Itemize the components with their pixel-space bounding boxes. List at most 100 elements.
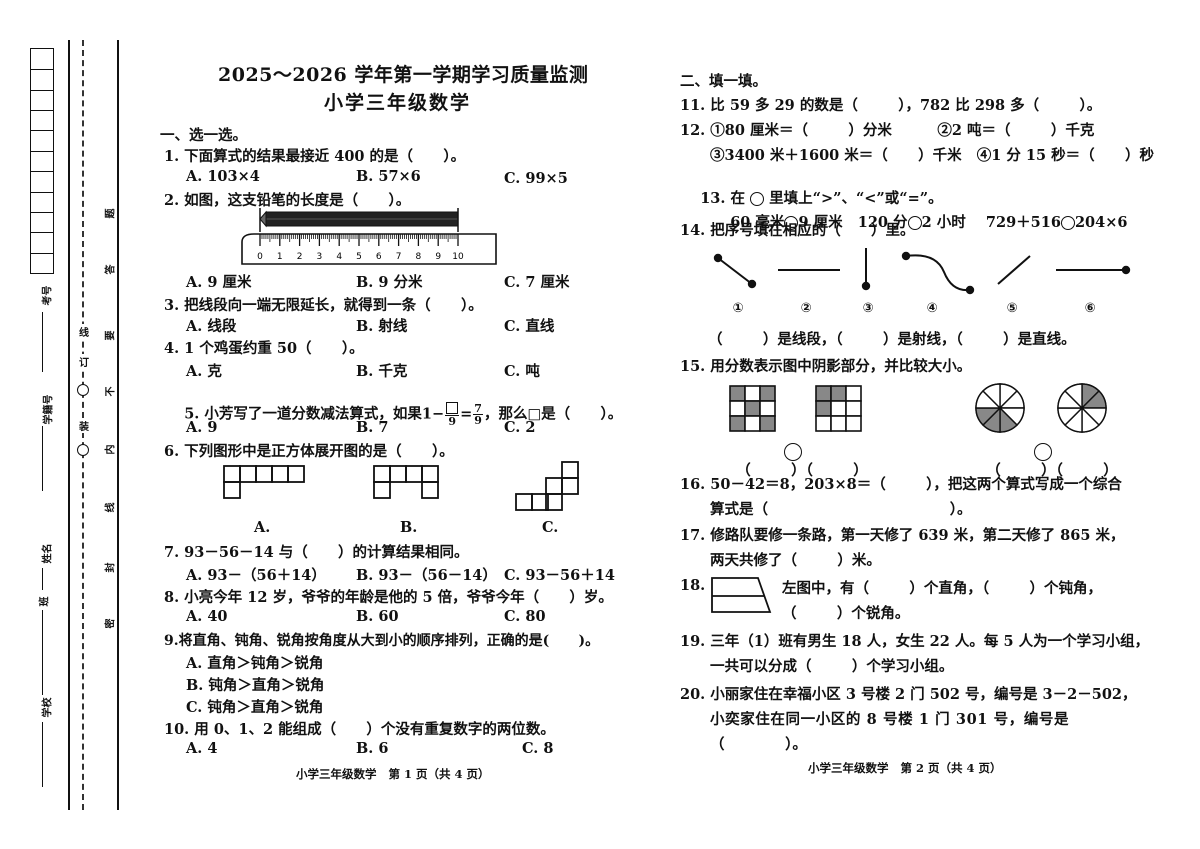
line-mark: 装 [79, 418, 89, 433]
question-15-right-answer: （ ）（ ） [986, 462, 1118, 479]
cube-net-b [373, 465, 439, 499]
seal-mark: 线 [105, 502, 117, 513]
id-box-divider [31, 211, 53, 213]
question-18-line-1: 左图中，有（ ）个直角，（ ）个钝角， [782, 580, 1103, 597]
option-a: A. 40 [186, 608, 228, 625]
option-b: B. 57×6 [356, 168, 421, 185]
question-1: 1. 下面算式的结果最接近 400 的是（ ）。 [164, 148, 466, 165]
option-b: B. 钝角＞直角＞锐角 [186, 677, 325, 694]
id-box-divider [31, 130, 53, 132]
option-a: A. 克 [186, 363, 222, 380]
cube-net-c [515, 461, 579, 511]
grid-cell [815, 415, 832, 432]
ruler-tick-label: 1 [277, 252, 283, 262]
question-20-line-1: 20. 小丽家住在幸福小区 3 号楼 2 门 502 号，编号是 3－2－502… [680, 686, 1137, 703]
question-20-line-2: 小奕家住在同一小区的 8 号楼 1 门 301 号，编号是 [710, 711, 1070, 728]
seal-mark: 内 [105, 444, 117, 455]
figure-label: ④ [926, 301, 937, 316]
question-15-left-answer: （ ）（ ） [736, 462, 868, 479]
question-8: 8. 小亮今年 12 岁，爷爷的年龄是他的 5 倍，爷爷今年（ ）岁。 [164, 589, 613, 606]
figure-label: ⑥ [1084, 301, 1095, 316]
line-mark: 线 [79, 324, 89, 339]
compare-circle-icon[interactable] [784, 443, 802, 461]
cut-line-right [117, 40, 119, 810]
question-5-suffix: ，那么□是（ ）。 [483, 405, 623, 423]
option-c: C. 8 [522, 740, 554, 757]
grid-cell [729, 400, 746, 417]
question-7: 7. 93－56－14 与（ ）的计算结果相同。 [164, 544, 469, 561]
ruler-tick-label: 2 [297, 252, 303, 262]
grid-cell [759, 385, 776, 402]
blank-box-icon [446, 402, 459, 414]
option-a: A. 9 厘米 [186, 274, 252, 291]
ruler-tick-label: 7 [396, 252, 402, 262]
option-b: B. 93－（56－14） [356, 567, 497, 584]
question-4: 4. 1 个鸡蛋约重 50（ ）。 [164, 340, 364, 357]
grid-cell [815, 385, 832, 402]
question-16-line-2: 算式是（ ）。 [710, 501, 972, 518]
grid-cell [729, 415, 746, 432]
figure-label: ② [800, 301, 811, 316]
option-a: A. 93－（56＋14） [186, 567, 326, 584]
grid-cell [744, 385, 761, 402]
option-a: A. 9 [186, 419, 218, 436]
ruler-tick-label: 10 [452, 252, 464, 262]
grid-cell [744, 400, 761, 417]
grid-cell [830, 385, 847, 402]
id-box-divider [31, 69, 53, 71]
cut-line-left [68, 40, 70, 810]
option-b: B. [400, 519, 418, 536]
id-box-divider [31, 252, 53, 254]
question-17-line-2: 两天共修了（ ）米。 [710, 552, 881, 569]
seal-mark: 不 [105, 386, 117, 397]
id-box-divider [31, 150, 53, 152]
option-a: A. 103×4 [186, 168, 260, 185]
option-c: C. 99×5 [504, 170, 568, 187]
ruler-tick-label: 8 [416, 252, 422, 262]
id-box-divider [31, 110, 53, 112]
exam-id-line [42, 312, 43, 372]
question-18-number: 18. [680, 577, 706, 594]
option-b: B. 7 [356, 419, 389, 436]
seal-mark: 封 [105, 562, 117, 573]
line-types-figure: ① ② ③ ④ ⑤ ⑥ [713, 248, 1131, 316]
question-19-line-2: 一共可以分成（ ）个学习小组。 [710, 658, 954, 675]
question-19-line-1: 19. 三年（1）班有男生 18 人，女生 22 人。每 5 人为一个学习小组， [680, 633, 1150, 650]
question-3: 3. 把线段向一端无限延长，就得到一条（ ）。 [164, 297, 483, 314]
compare-circle-icon[interactable] [907, 216, 922, 230]
compare-circle-icon[interactable] [1034, 443, 1052, 461]
compare-circle-icon [750, 192, 765, 206]
seal-mark: 密 [105, 618, 117, 629]
seal-mark: 题 [105, 208, 117, 219]
cube-net-a [223, 465, 305, 499]
section-heading-2: 二、填一填。 [680, 73, 767, 90]
id-box-divider [31, 171, 53, 173]
option-c: C. 钝角＞直角＞锐角 [186, 699, 324, 716]
question-16-line-1: 16. 50－42＝8，203×8＝（ ），把这两个算式写成一个综合 [680, 476, 1122, 493]
compare-circle-icon[interactable] [784, 216, 799, 230]
grid-cell [729, 385, 746, 402]
exam-title: 2025～2026 学年第一学期学习质量监测 [218, 64, 589, 86]
student-no-label: 学籍号 [43, 394, 55, 425]
circle-mark [77, 444, 89, 456]
name-line [42, 568, 43, 590]
option-c: C. 吨 [504, 363, 540, 380]
option-b: B. 60 [356, 608, 399, 625]
option-c: C. 80 [504, 608, 546, 625]
trapezoid-figure [711, 577, 772, 613]
compare-circle-icon[interactable] [1060, 216, 1075, 230]
shaded-circles-figure [975, 383, 1107, 433]
grid-cell [759, 400, 776, 417]
figure-label: ③ [862, 301, 873, 316]
circle-sector [982, 383, 1001, 410]
grid-cell [759, 415, 776, 432]
question-6: 6. 下列图形中是正方体展开图的是（ ）。 [164, 443, 454, 460]
student-no-line [42, 426, 43, 491]
figure-label: ① [732, 301, 743, 316]
question-18-line-2: （ ）个锐角。 [782, 605, 910, 622]
circle-sector [1064, 383, 1083, 410]
section-heading-1: 一、选一选。 [160, 127, 247, 144]
